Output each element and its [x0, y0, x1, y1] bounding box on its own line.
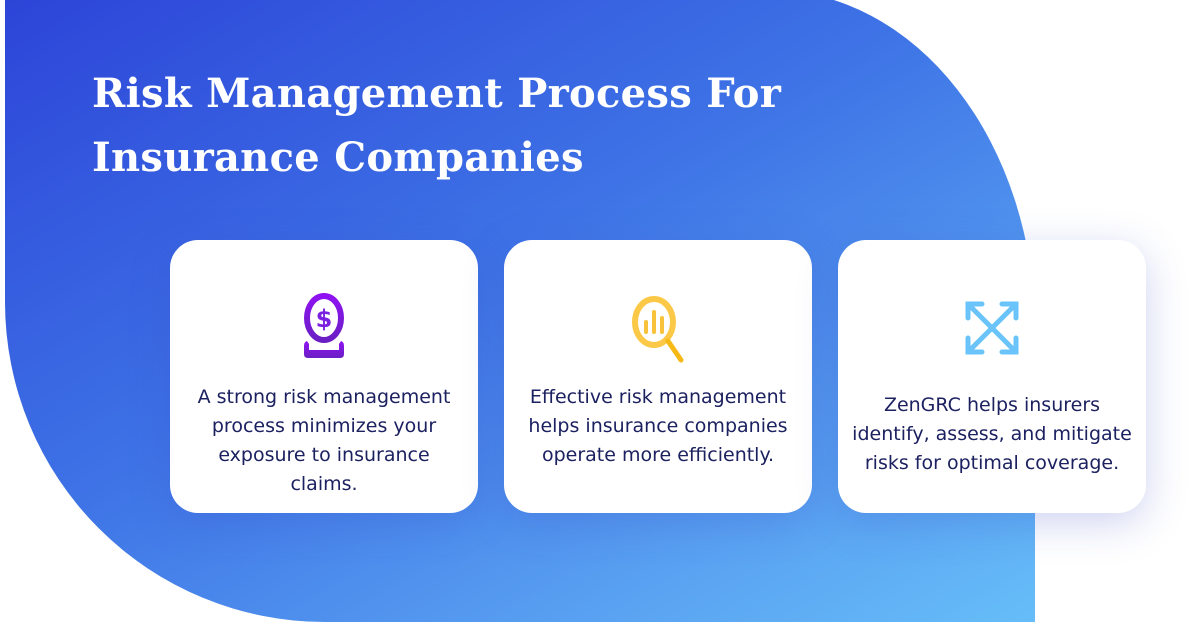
title-line-1: Risk Management Process For — [92, 70, 782, 117]
magnifier-chart-icon — [632, 296, 684, 363]
dollar-coin-icon: $ — [304, 293, 344, 358]
card-efficiency: Effective risk management helps insuranc… — [504, 240, 812, 513]
card-text: ZenGRC helps insurers identify, assess, … — [852, 394, 1132, 474]
expand-arrows-icon — [965, 301, 1019, 355]
card-text: Effective risk management helps insuranc… — [528, 386, 788, 466]
title-line-2: Insurance Companies — [92, 134, 584, 181]
card-risk-process: $ A strong risk management process minim… — [170, 240, 478, 513]
svg-text:$: $ — [316, 305, 333, 333]
card-text: A strong risk management process minimiz… — [197, 386, 451, 495]
card-zengrc: ZenGRC helps insurers identify, assess, … — [838, 240, 1146, 513]
page-title: Risk Management Process For Insurance Co… — [92, 62, 781, 190]
